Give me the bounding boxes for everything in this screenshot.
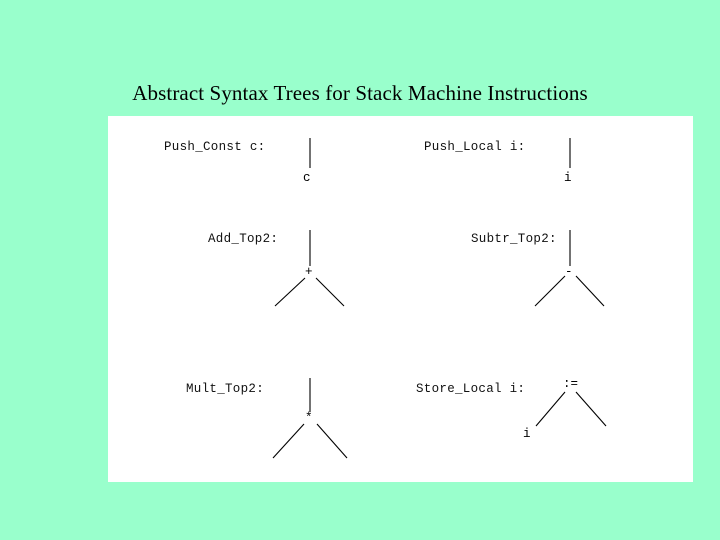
ast-label-store-local: Store_Local i: (416, 382, 526, 396)
ast-edges-mult-top2 (272, 378, 348, 459)
ast-root-mult-top2: * (305, 411, 313, 425)
ast-edges-push-const (309, 138, 311, 168)
ast-root-store-local: := (563, 377, 579, 391)
ast-leaf-store-local: i (523, 427, 531, 441)
page-title: Abstract Syntax Trees for Stack Machine … (132, 81, 588, 105)
ast-root-subtr-top2: - (565, 265, 573, 279)
ast-label-subtr-top2: Subtr_Top2: (471, 232, 557, 246)
ast-leaf-push-const: c (303, 171, 311, 185)
ast-label-add-top2: Add_Top2: (208, 232, 279, 246)
ast-root-add-top2: + (305, 265, 313, 279)
ast-edges-store-local (535, 391, 607, 427)
ast-edges-push-local (569, 138, 571, 168)
ast-label-push-const: Push_Const c: (164, 140, 266, 154)
ast-label-mult-top2: Mult_Top2: (186, 382, 265, 396)
ast-edges-subtr-top2 (534, 230, 605, 307)
diagram-panel: Push_Const c: c Push_Local i: i Add_Top2… (108, 116, 693, 482)
ast-edges-add-top2 (274, 230, 345, 307)
ast-leaf-push-local: i (564, 171, 572, 185)
ast-label-push-local: Push_Local i: (424, 140, 526, 154)
